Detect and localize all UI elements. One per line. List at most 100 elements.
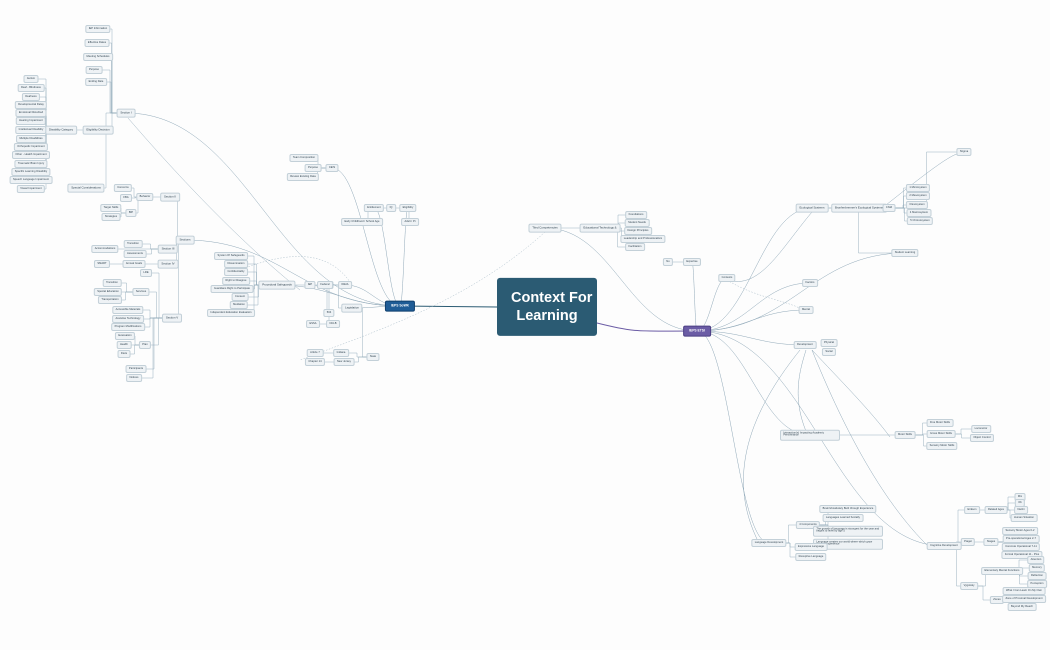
- mindmap-node-child[interactable]: Child: [882, 204, 896, 212]
- mindmap-node-nanhi[interactable]: Nanhi: [1014, 506, 1028, 514]
- hub-node-right[interactable]: IEPS ETSI: [683, 325, 711, 337]
- mindmap-node-bip[interactable]: BIP: [125, 209, 137, 217]
- mindmap-node-intellectual-disability[interactable]: Intellectual Disability: [15, 126, 47, 134]
- mindmap-node-transition[interactable]: Transition: [102, 279, 122, 287]
- mindmap-node-reflection[interactable]: Reflection: [1027, 572, 1047, 580]
- mindmap-node-sensory-motor-ages-0-2[interactable]: Sensory Motor Ages 0-2: [1002, 527, 1038, 535]
- mindmap-node-section-iii[interactable]: Section III: [157, 244, 179, 254]
- mindmap-node-sensory-motor-skills[interactable]: Sensory Motor Skills: [926, 442, 958, 450]
- mindmap-node-section-ii[interactable]: Section II: [160, 192, 180, 202]
- mindmap-node-nclb[interactable]: NCLB: [326, 320, 340, 328]
- mindmap-node-physical[interactable]: Physical: [820, 339, 838, 347]
- hub-node-left[interactable]: IEPS SoWK: [384, 300, 416, 312]
- mindmap-node-plan[interactable]: Plan: [138, 341, 152, 349]
- mindmap-node-4-components[interactable]: 4 Components: [795, 521, 821, 529]
- mindmap-node-design-principles[interactable]: Design Principles: [624, 227, 652, 235]
- mindmap-node-ideia[interactable]: IDEIA: [338, 281, 352, 289]
- mindmap-node-factors[interactable]: Factors: [802, 279, 818, 287]
- mindmap-node-new-jersey[interactable]: New Jersey: [333, 358, 355, 366]
- mindmap-node-5-chronosystem[interactable]: 5 Chronosystem: [906, 217, 934, 225]
- mindmap-node-system-of-safeguards[interactable]: System Of Safeguards: [214, 252, 248, 260]
- mindmap-node-lre[interactable]: LRE: [140, 269, 152, 277]
- mindmap-node-federal[interactable]: Federal: [317, 281, 333, 289]
- mindmap-node-diets[interactable]: Diets: [117, 350, 131, 358]
- mindmap-node-procedural-safeguards[interactable]: Procedural Safeguards: [258, 280, 296, 290]
- mindmap-node-confidentiality[interactable]: Confidentiality: [224, 268, 248, 276]
- mindmap-node-sections[interactable]: Sections: [175, 235, 195, 245]
- mindmap-node-deafness[interactable]: Deafness: [21, 93, 41, 101]
- mindmap-node-team-composition[interactable]: Team Composition: [289, 154, 319, 162]
- mindmap-node-development[interactable]: Development: [793, 341, 817, 349]
- mindmap-node-evacuation[interactable]: Evacuation: [114, 332, 136, 340]
- mindmap-node-state[interactable]: State: [366, 353, 380, 361]
- mindmap-node-receptive-language[interactable]: Receptive Language: [795, 553, 827, 561]
- mindmap-node-student-learning[interactable]: Student Learning: [891, 249, 919, 257]
- mindmap-node-brain-vocabulary-built-through-experience[interactable]: Brain/Vocabulary Built through Experienc…: [819, 505, 877, 513]
- mindmap-node-strategies[interactable]: Strategies: [101, 213, 121, 221]
- center-node-context-for-learning[interactable]: Context For Learning: [497, 277, 597, 337]
- mindmap-node-dissemination[interactable]: Dissemination: [224, 260, 248, 268]
- mindmap-node-504[interactable]: 504: [323, 309, 335, 317]
- mindmap-node-autism[interactable]: Autism: [23, 75, 39, 83]
- mindmap-node-assistive-technology[interactable]: Assistive Technology: [112, 315, 144, 323]
- mindmap-node-human-situation[interactable]: Human Situation: [1010, 514, 1038, 522]
- mindmap-node-tiled-competencies[interactable]: Tiled Competencies: [528, 223, 562, 233]
- mindmap-node-guardians-right-to-participate[interactable]: Guardians Right to Participate: [210, 285, 254, 293]
- mindmap-node-target-skills[interactable]: Target Skills: [100, 204, 122, 212]
- mindmap-node-beyond-my-reach[interactable]: Beyond My Reach: [1007, 603, 1037, 611]
- mindmap-node-student-needs[interactable]: Student Needs: [624, 219, 650, 227]
- mindmap-node-speech-language-impairment[interactable]: Speech Language Impairment: [9, 176, 53, 184]
- mindmap-node-4-macrosystem[interactable]: 4 Macrosystem: [906, 209, 932, 217]
- mindmap-node-3-exosystem[interactable]: 3 Exosystem: [905, 201, 929, 209]
- mindmap-node-essa[interactable]: ESSA: [306, 320, 320, 328]
- mindmap-node-participants[interactable]: Participants: [125, 365, 147, 373]
- mindmap-node-motor-skills[interactable]: Motor Skills: [894, 431, 916, 439]
- mindmap-node-multiple-disabilities[interactable]: Multiple Disabilities: [16, 135, 46, 143]
- mindmap-node-cognitive-development[interactable]: Cognitive Development: [926, 542, 962, 550]
- mindmap-node-meeting-schedules[interactable]: Meeting Schedules: [83, 53, 113, 61]
- mindmap-node-iq[interactable]: IQ: [386, 204, 396, 212]
- mindmap-node-bronfenbrenner-s-ecological-systems[interactable]: Bronfenbrenner's Ecological Systems: [831, 203, 887, 213]
- mindmap-node-developmental-delay[interactable]: Developmental Delay: [14, 101, 48, 109]
- mindmap-node-visual-impairment[interactable]: Visual Impairment: [16, 185, 46, 193]
- mindmap-node-pre-operational-ages-2-7[interactable]: Pre-operational Ages 2-7: [1002, 535, 1040, 543]
- mindmap-node-iep[interactable]: IEP: [304, 281, 316, 289]
- mindmap-node-formal-operational-11-plus[interactable]: Formal Operational 11 - Plus: [1001, 551, 1043, 559]
- mindmap-node-section-v[interactable]: Section V: [162, 313, 182, 323]
- mindmap-node-related-ages[interactable]: Related Ages: [984, 506, 1008, 514]
- mindmap-node-facilitation[interactable]: Facilitation: [625, 243, 645, 251]
- mindmap-node-fba[interactable]: FBA: [120, 194, 132, 202]
- mindmap-node-deaf-blindness[interactable]: Deaf - Blindness: [17, 84, 45, 92]
- mindmap-node-1-microsystem[interactable]: 1 Microsystem: [905, 184, 931, 192]
- mindmap-node-section-iv[interactable]: Section IV: [157, 259, 179, 269]
- mindmap-node-gross-motor-skills[interactable]: Gross Motor Skills: [926, 430, 956, 438]
- mindmap-node-health[interactable]: Health: [116, 341, 132, 349]
- mindmap-node-entitlement[interactable]: Entitlement: [363, 204, 385, 212]
- mindmap-node-chapter-14[interactable]: Chapter 14: [304, 358, 326, 366]
- mindmap-node-expressive-language[interactable]: Expressive Language: [794, 543, 828, 551]
- mindmap-node-review-existing-data[interactable]: Review Existing Data: [286, 173, 320, 181]
- mindmap-node-vygotsky[interactable]: Vygotsky: [960, 582, 978, 590]
- mindmap-node-iep-information[interactable]: IEP Information: [85, 25, 111, 33]
- mindmap-node-eligibility-decision[interactable]: Eligibility Decision: [82, 125, 114, 135]
- mindmap-node-educational-technology[interactable]: Educational Technology &: [579, 223, 621, 233]
- mindmap-node-transition[interactable]: Transition: [123, 240, 143, 248]
- mindmap-node-smart[interactable]: SMART: [93, 260, 111, 268]
- mindmap-node-behavior[interactable]: Behavior: [136, 193, 154, 201]
- mindmap-node-special-considerations[interactable]: Special Considerations: [67, 183, 105, 193]
- mindmap-node-piaget[interactable]: Piaget: [960, 538, 976, 546]
- mindmap-node-other-health-impairment[interactable]: Other - Health Impairment: [11, 151, 51, 159]
- mindmap-node-assessments[interactable]: Assessments: [123, 250, 147, 258]
- mindmap-node-consent[interactable]: Consent: [231, 293, 249, 301]
- mindmap-node-services[interactable]: Services: [132, 288, 150, 296]
- mindmap-node-elementary-mental-functions[interactable]: Elementary Mental Functions: [981, 567, 1023, 575]
- mindmap-node-concrete-operational-7-11[interactable]: Concrete Operational 7-11: [1001, 543, 1041, 551]
- mindmap-node-contexts[interactable]: Contexts: [718, 274, 736, 282]
- mindmap-node-hearing-impairment[interactable]: Hearing Impairment: [15, 117, 47, 125]
- mindmap-node-foundations[interactable]: Foundations: [625, 211, 647, 219]
- mindmap-node-ecological-systems[interactable]: Ecological Systems: [795, 203, 829, 213]
- mindmap-node-memory[interactable]: Memory: [1028, 564, 1046, 572]
- mindmap-node-indiana[interactable]: Indiana: [333, 349, 349, 357]
- mindmap-node-ending-date[interactable]: Ending Date: [85, 78, 107, 86]
- mindmap-node-the-growth-of-language-is-strongest-for-the-year[interactable]: The growth of language is strongest for …: [813, 525, 883, 537]
